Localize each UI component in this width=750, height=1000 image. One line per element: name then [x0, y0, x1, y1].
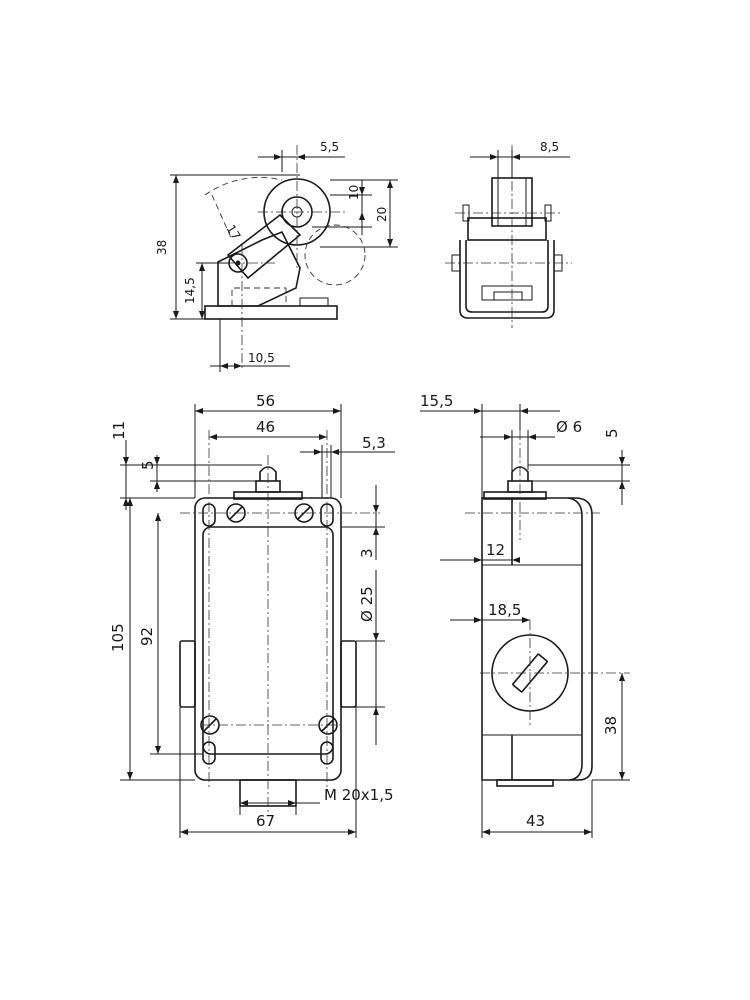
dim-overall-width: 56 — [256, 392, 275, 410]
cover-edge — [567, 497, 583, 781]
bottom-clip — [493, 291, 523, 301]
dim-roller-width: 8,5 — [540, 140, 559, 154]
bracket-outer — [459, 240, 555, 319]
dim-hole-height: 92 — [138, 627, 156, 646]
dim-conduit-diameter: Ø 25 — [358, 586, 376, 622]
dim-depth: 43 — [526, 812, 545, 830]
dim-screw-height: 38 — [602, 716, 620, 735]
dim-total-height: 38 — [155, 240, 169, 255]
dim-offset: 5,5 — [320, 140, 339, 154]
roller-lever-side-view: 5,5 38 14,5 17 10 20 10,5 — [155, 140, 398, 372]
dim-total-height: 105 — [109, 623, 127, 652]
dim-roller-radius: 10 — [347, 185, 361, 200]
swing-arc — [204, 177, 283, 196]
base-clip — [299, 297, 329, 307]
dim-small-offset: 3 — [358, 548, 376, 558]
flange-left — [179, 640, 196, 708]
base-plate — [204, 305, 338, 320]
switch-front-view: 56 46 5,3 11 5 105 92 — [109, 392, 395, 838]
lever-arm — [226, 213, 302, 280]
dim-plunger-height: 5 — [139, 460, 157, 470]
dim-base-offset: 10,5 — [248, 351, 275, 365]
dim-screw-pos: 18,5 — [488, 601, 521, 619]
lever-top — [467, 217, 547, 241]
dim-hole-spacing: 46 — [256, 418, 275, 436]
roller-lever-front-view: 8,5 — [445, 140, 572, 328]
dim-top-margin: 11 — [110, 421, 128, 440]
dim-side-plunger-height: 5 — [603, 428, 621, 438]
dim-thread: M 20x1,5 — [324, 786, 394, 804]
bracket-inner — [465, 240, 549, 313]
switch-side-view: 15,5 Ø 6 5 12 18,5 38 — [420, 392, 630, 838]
roller-alt-position — [304, 224, 366, 286]
dim-plunger-offset: 5,3 — [362, 434, 386, 452]
lever-body — [217, 230, 301, 307]
flange-right — [340, 640, 357, 708]
dim-arm-length: 17 — [223, 222, 243, 242]
dim-base-width: 67 — [256, 812, 275, 830]
dim-plunger-diameter: Ø 6 — [556, 418, 582, 436]
dim-pivot-height: 14,5 — [183, 277, 197, 304]
dim-plunger-pos: 15,5 — [420, 392, 453, 410]
dim-roller-height: 20 — [375, 207, 389, 222]
housing-side — [481, 497, 593, 781]
bottom-block — [481, 285, 533, 301]
dim-wall: 12 — [486, 541, 505, 559]
rotary-slot — [512, 653, 548, 693]
conduit-side — [496, 779, 554, 787]
plunger-tip — [259, 466, 277, 481]
hidden-detail — [231, 287, 287, 306]
swing-line — [211, 194, 233, 241]
